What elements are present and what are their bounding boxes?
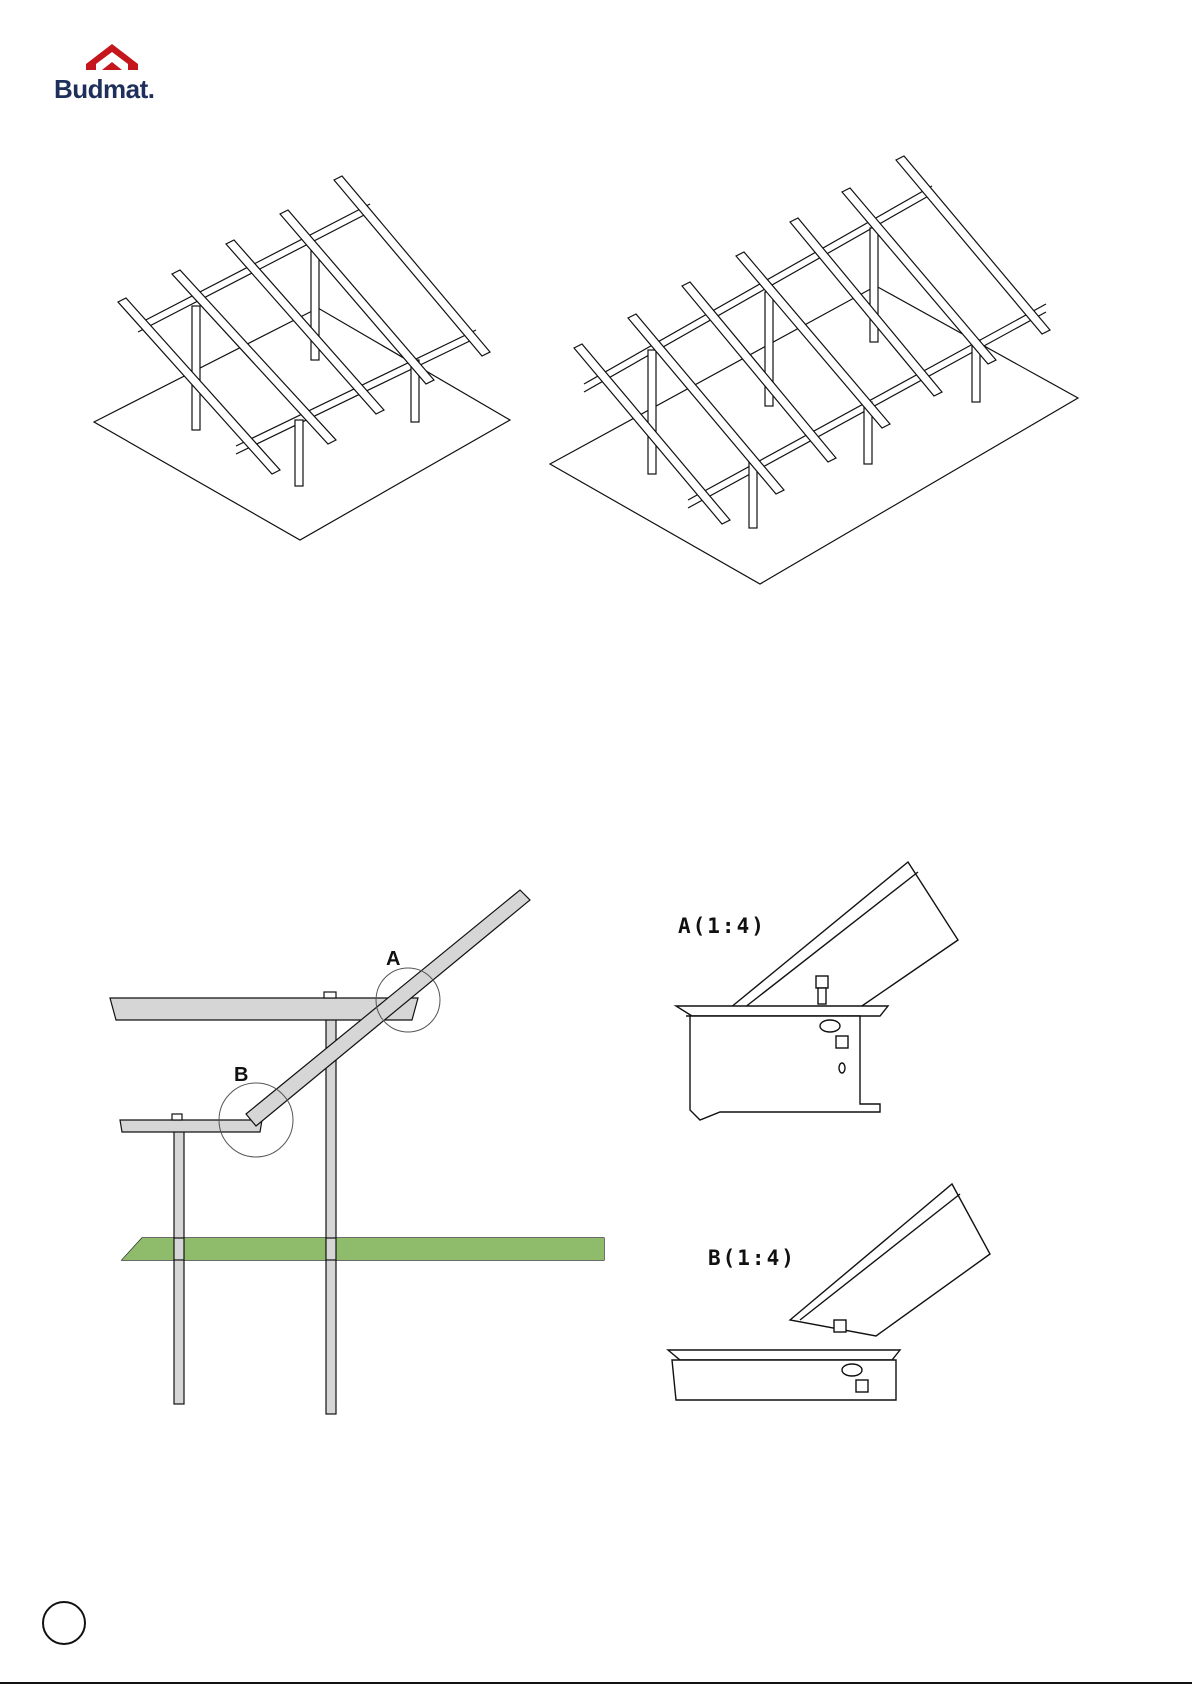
- callout-b: B: [234, 1064, 248, 1087]
- lower-beam: [120, 1120, 262, 1132]
- footer-rule: [0, 1682, 1192, 1684]
- detail-a-title: A(1:4): [678, 914, 766, 938]
- short-post: [174, 1126, 184, 1404]
- detail-b-drawing: [668, 1184, 990, 1400]
- page-number-circle: [42, 1601, 86, 1645]
- callout-a: A: [386, 948, 400, 971]
- iso-structure-small: [94, 176, 510, 540]
- tall-post: [326, 1010, 336, 1414]
- detail-a-drawing: [676, 862, 958, 1120]
- iso-structure-large: [550, 156, 1078, 584]
- detail-b-title: B(1:4): [708, 1246, 796, 1270]
- side-view: [110, 890, 604, 1414]
